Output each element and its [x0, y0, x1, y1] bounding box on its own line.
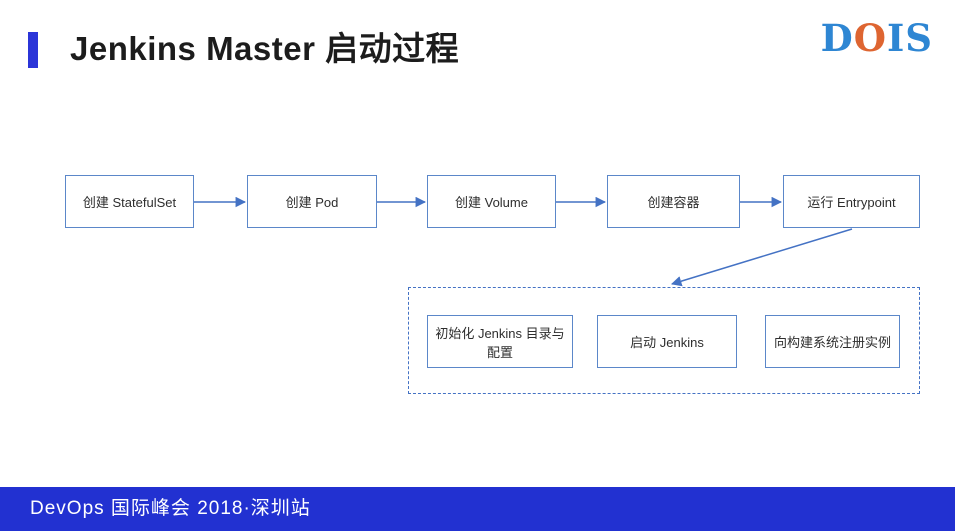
flow-step-create-volume: 创建 Volume: [427, 175, 556, 228]
logo-letter-i: I: [886, 16, 906, 60]
substep-label: 初始化 Jenkins 目录与配置: [435, 325, 565, 360]
substep-label: 向构建系统注册实例: [773, 335, 891, 350]
flow-step-run-entrypoint: 运行 Entrypoint: [783, 175, 920, 228]
substep-register-instance: 向构建系统注册实例: [765, 315, 900, 368]
title-accent-bar: [28, 32, 38, 68]
logo-letter-o: O: [853, 16, 887, 60]
substep-label: 启动 Jenkins: [630, 335, 704, 350]
flow-step-label: 运行 Entrypoint: [807, 195, 896, 210]
logo-letter-d: D: [820, 16, 854, 60]
flow-step-create-container: 创建容器: [607, 175, 740, 228]
flow-step-label: 创建容器: [647, 195, 700, 210]
subprocess-dashed-container: [408, 287, 920, 394]
substep-init-jenkins-config: 初始化 Jenkins 目录与配置: [427, 315, 573, 368]
flow-step-label: 创建 Pod: [285, 195, 339, 210]
logo-letter-s: S: [905, 16, 933, 60]
footer-bar: DevOps 国际峰会 2018·深圳站: [0, 487, 955, 531]
flow-step-label: 创建 StatefulSet: [82, 195, 177, 210]
footer-conference-text: DevOps 国际峰会 2018·深圳站: [30, 498, 311, 519]
flow-step-create-pod: 创建 Pod: [247, 175, 377, 228]
dois-logo: DOIS: [821, 20, 933, 57]
page-title: Jenkins Master 启动过程: [70, 30, 460, 67]
arrow-step5-subprocess: [670, 228, 853, 287]
flow-step-label: 创建 Volume: [455, 195, 528, 210]
flow-step-create-statefulset: 创建 StatefulSet: [65, 175, 194, 228]
substep-start-jenkins: 启动 Jenkins: [597, 315, 737, 368]
